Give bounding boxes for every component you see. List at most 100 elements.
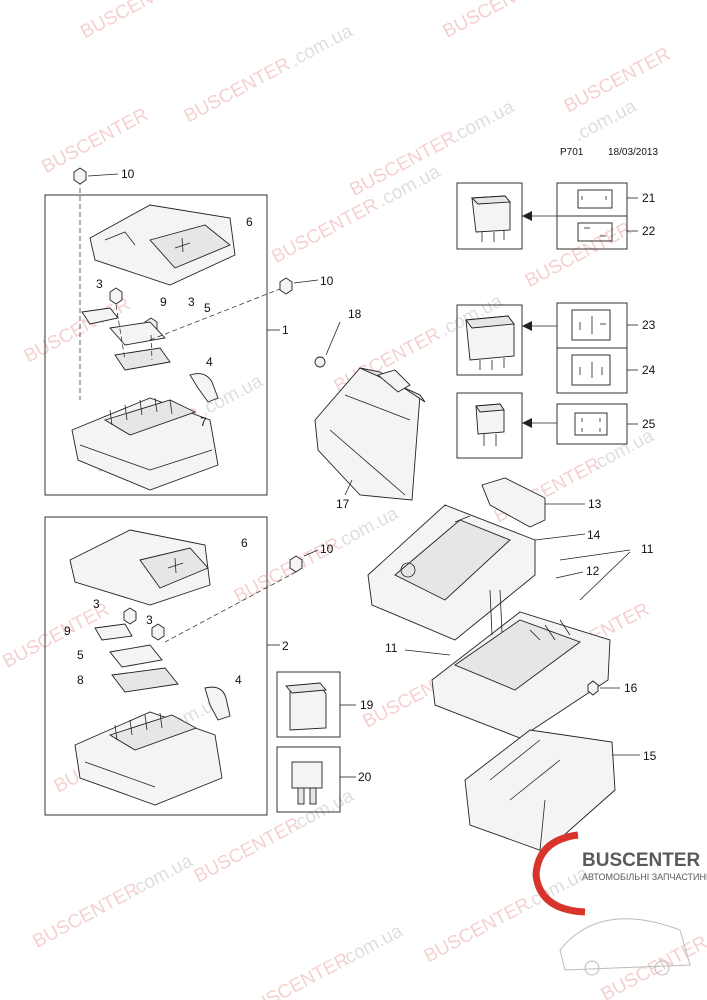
callout-9: 9 bbox=[64, 624, 71, 638]
fuse-box-base-2 bbox=[74, 711, 223, 806]
clip-16 bbox=[587, 680, 599, 696]
leader-line bbox=[579, 551, 631, 601]
relay-frame-23-24 bbox=[456, 304, 523, 376]
fuse-19-frame bbox=[276, 671, 341, 738]
callout-17: 17 bbox=[336, 497, 350, 511]
leader-line bbox=[325, 321, 341, 356]
watermark-text: BUSCENTER bbox=[421, 894, 534, 968]
callout-7: 7 bbox=[200, 415, 207, 429]
arrow-head bbox=[522, 321, 532, 331]
callout-5: 5 bbox=[204, 301, 211, 315]
callout-10: 10 bbox=[121, 167, 135, 181]
pinout-22 bbox=[556, 215, 628, 250]
watermark-text: BUSCENTER bbox=[240, 949, 353, 1000]
relay-21-22 bbox=[470, 195, 511, 242]
callout-15: 15 bbox=[643, 749, 657, 763]
fuse-20-frame bbox=[276, 746, 341, 813]
page-date: 18/03/2013 bbox=[608, 147, 658, 158]
dash-guide bbox=[164, 571, 297, 643]
nut-10b bbox=[279, 277, 293, 295]
callout-19: 19 bbox=[360, 698, 374, 712]
arrow-head bbox=[522, 418, 532, 428]
leader-line bbox=[534, 533, 586, 541]
watermark-text: BUSCENTER bbox=[522, 218, 635, 292]
callout-18: 18 bbox=[348, 307, 362, 321]
callout-13: 13 bbox=[588, 497, 602, 511]
pin-marks-23 bbox=[571, 309, 611, 341]
callout-3: 3 bbox=[93, 597, 100, 611]
fuse-box-cover-2 bbox=[69, 529, 211, 606]
page-code: P701 bbox=[560, 147, 584, 158]
logo-name: BUSCENTER bbox=[582, 850, 701, 871]
arrow-head bbox=[522, 211, 532, 221]
cartridge-fuse-19 bbox=[285, 682, 327, 731]
fuse-box-main bbox=[431, 589, 611, 739]
dash-guide bbox=[149, 286, 286, 341]
watermark-domain: .com.ua bbox=[287, 20, 357, 70]
callout-12: 12 bbox=[586, 564, 600, 578]
callout-23: 23 bbox=[642, 318, 656, 332]
leader-line bbox=[344, 479, 353, 496]
watermark-domain: .com.ua bbox=[127, 850, 197, 900]
callout-3: 3 bbox=[188, 295, 195, 309]
leader-line bbox=[303, 549, 319, 557]
pinout-24 bbox=[556, 347, 628, 394]
leader-line bbox=[559, 549, 631, 561]
leader-line bbox=[87, 173, 119, 177]
watermark-domain: .com.ua bbox=[337, 920, 407, 970]
callout-1: 1 bbox=[282, 323, 289, 337]
watermark-text: BUSCENTER bbox=[440, 0, 553, 43]
watermark-domain: .com.ua bbox=[588, 425, 658, 475]
watermark-text: BUSCENTER bbox=[598, 932, 707, 1000]
buscenter-logo: BUSCENTER АВТОМОБІЛЬНІ ЗАПЧАСТИНИ bbox=[532, 831, 707, 976]
callout-11: 11 bbox=[385, 641, 398, 655]
callout-21: 21 bbox=[642, 191, 656, 205]
callout-22: 22 bbox=[642, 224, 656, 238]
callout-9: 9 bbox=[160, 295, 167, 309]
pinout-25 bbox=[556, 403, 628, 445]
callout-3: 3 bbox=[146, 613, 153, 627]
control-module-17 bbox=[314, 367, 426, 501]
callout-2: 2 bbox=[282, 639, 289, 653]
small-parts-2 bbox=[94, 607, 231, 721]
callout-10: 10 bbox=[320, 542, 334, 556]
nut-10a bbox=[73, 167, 87, 185]
pinout-21 bbox=[556, 182, 628, 217]
callout-3: 3 bbox=[96, 277, 103, 291]
assembly-1-frame bbox=[44, 194, 268, 496]
fuse-box-cover-1 bbox=[89, 204, 236, 286]
watermark-text: BUSCENTER bbox=[181, 54, 294, 128]
callout-25: 25 bbox=[642, 417, 656, 431]
logo-mark-icon bbox=[532, 831, 586, 916]
leader-line bbox=[293, 279, 319, 284]
fuse-box-base-1 bbox=[71, 397, 219, 491]
clip-18 bbox=[314, 356, 326, 368]
watermark-text: BUSCENTER bbox=[191, 814, 304, 888]
fuse-box-lower-15 bbox=[464, 729, 616, 853]
pin-marks-21 bbox=[577, 189, 613, 209]
blade-fuse-20 bbox=[291, 761, 323, 805]
terminal-cap-13 bbox=[481, 477, 546, 528]
relay-25 bbox=[475, 403, 505, 446]
callout-24: 24 bbox=[642, 363, 656, 377]
logo-tagline: АВТОМОБІЛЬНІ ЗАПЧАСТИНИ bbox=[582, 872, 707, 882]
leader-line bbox=[404, 649, 451, 656]
callout-20: 20 bbox=[358, 770, 372, 784]
watermark-text: BUSCENTER bbox=[30, 879, 143, 953]
callout-4: 4 bbox=[235, 673, 242, 687]
nut-10c bbox=[289, 555, 303, 573]
pin-marks-24 bbox=[571, 354, 611, 386]
callout-6: 6 bbox=[241, 536, 248, 550]
callout-16: 16 bbox=[624, 681, 638, 695]
callout-8: 8 bbox=[77, 673, 84, 687]
pin-marks-25 bbox=[574, 412, 608, 436]
van-outline-icon bbox=[559, 918, 691, 971]
callout-10: 10 bbox=[320, 274, 334, 288]
watermark-text: BUSCENTER bbox=[268, 194, 381, 268]
fuse-box-cover-14 bbox=[367, 504, 536, 641]
callout-5: 5 bbox=[77, 648, 84, 662]
assembly-2-frame bbox=[44, 516, 268, 816]
pin-marks-22 bbox=[577, 222, 613, 242]
watermark-text: BUSCENTER bbox=[77, 0, 190, 43]
